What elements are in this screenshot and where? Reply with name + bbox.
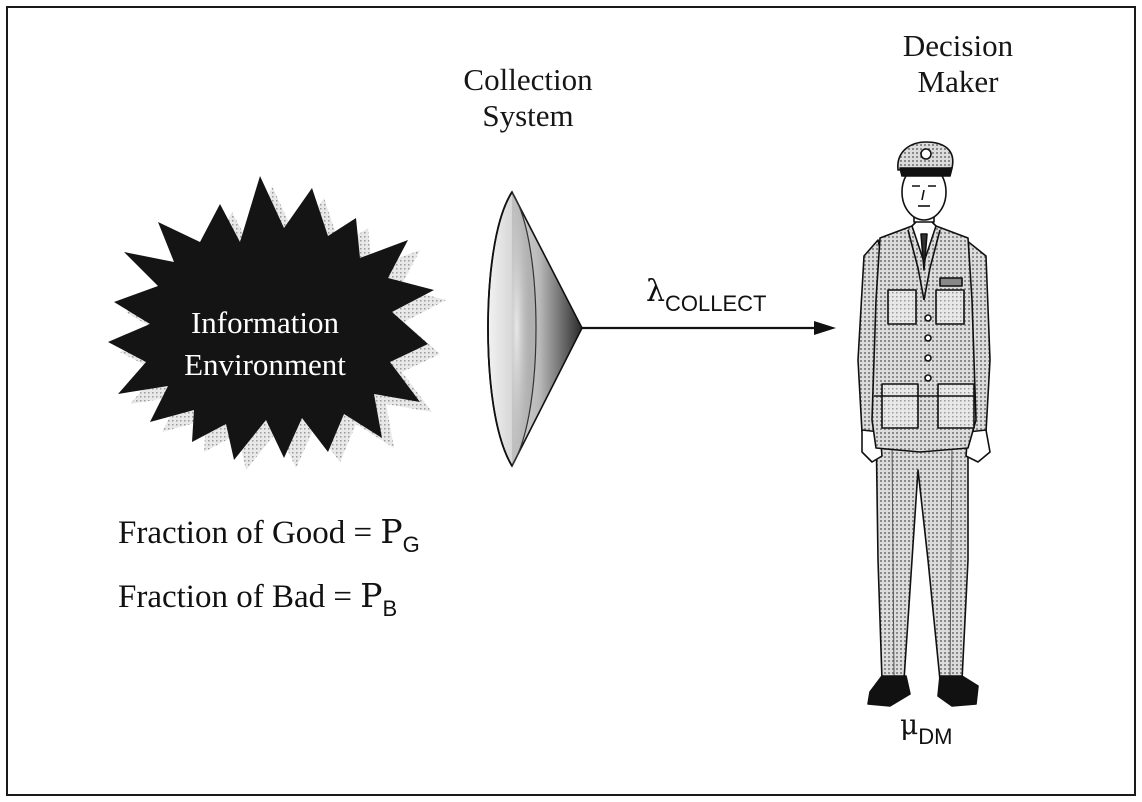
information-burst [108,176,434,460]
collection-system-label: Collection System [408,62,648,134]
environment-line2: Environment [184,347,346,382]
service-rate-label: μDM [900,707,952,755]
decision-maker-label: Decision Maker [838,28,1078,100]
fraction-bad-text: Fraction of Bad = [118,579,361,615]
fraction-bad-subscript: B [382,596,398,621]
lambda-subscript: COLLECT [665,291,767,316]
fraction-good-subscript: G [402,532,420,557]
collect-arrow [582,321,836,335]
environment-line1: Information [190,305,340,340]
mu-symbol: μ [900,708,919,741]
collection-line1: Collection [463,62,593,97]
decision-line1: Decision [902,28,1014,63]
lambda-symbol: λ [646,274,666,309]
collection-cone-icon [487,190,583,468]
mu-subscript: DM [918,724,953,749]
fraction-bad-symbol: P [360,576,383,615]
decision-line2: Maker [917,64,999,99]
fraction-good-text: Fraction of Good = [118,515,381,551]
fraction-bad-label: Fraction of Bad = PB [118,576,397,629]
information-environment-label: Information Environment [130,302,400,386]
collection-line2: System [482,98,574,133]
collect-rate-label: λCOLLECT [646,274,767,322]
fraction-good-symbol: P [380,512,403,551]
fraction-good-label: Fraction of Good = PG [118,512,420,565]
officer-icon [857,141,991,707]
